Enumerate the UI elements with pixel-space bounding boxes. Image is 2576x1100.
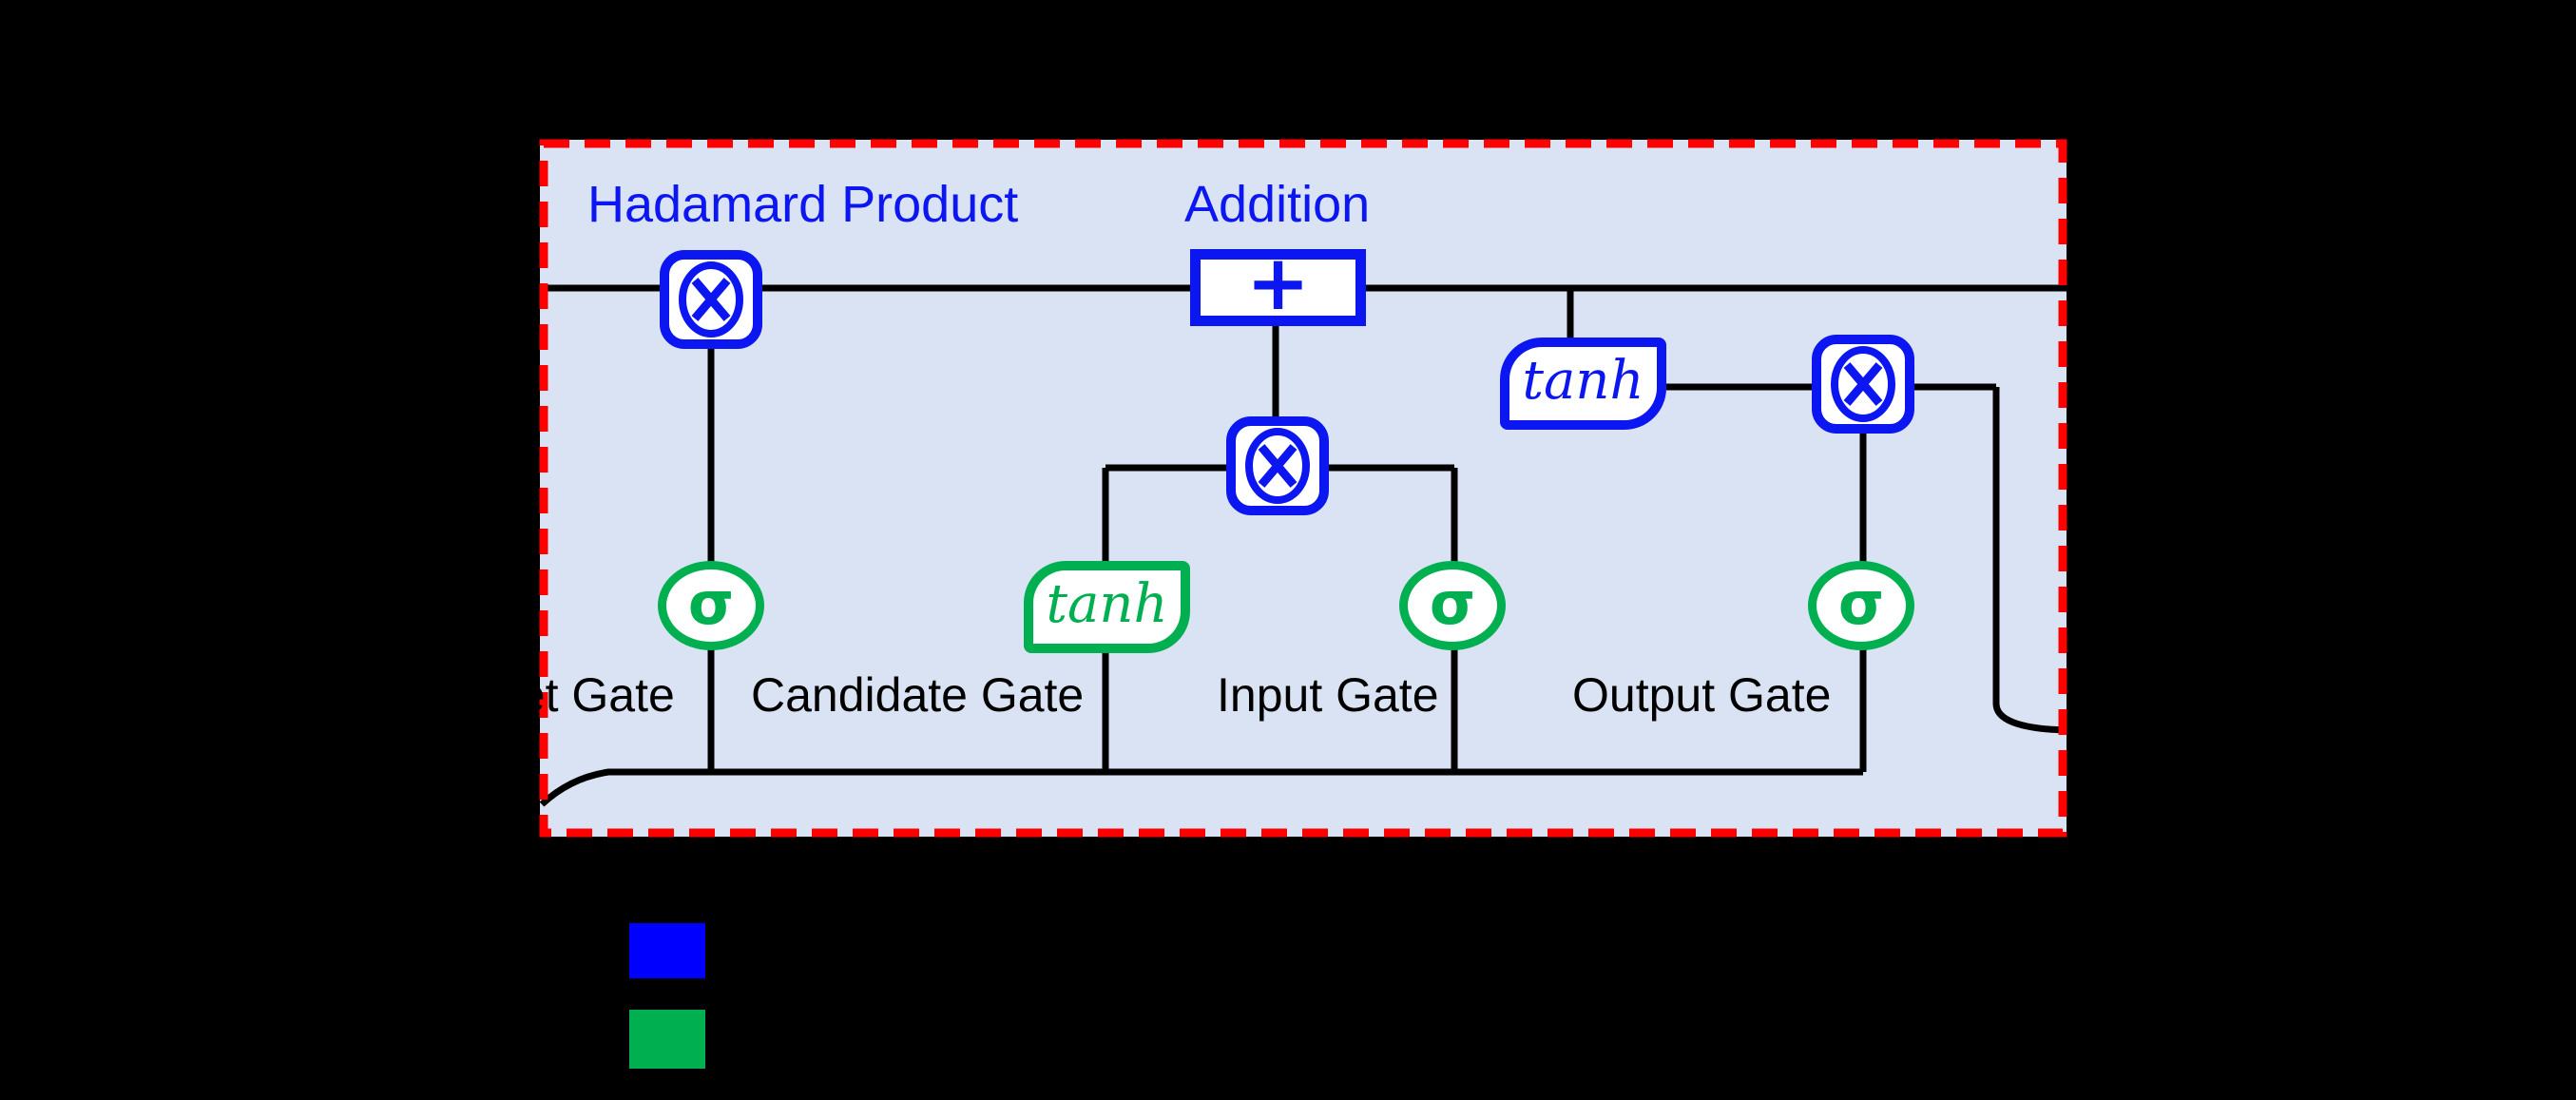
legend-swatch-activation bbox=[629, 1010, 705, 1069]
output-sigma-node: σ bbox=[1808, 561, 1914, 650]
cell-output-tanh-node: tanh bbox=[1500, 338, 1666, 430]
multiply-icon bbox=[1245, 428, 1310, 504]
addition-label: Addition bbox=[1184, 176, 1371, 233]
sigma-label: σ bbox=[687, 569, 735, 638]
input-multiply-node bbox=[1226, 416, 1329, 515]
tanh-label: tanh bbox=[1522, 349, 1644, 412]
input-sigma-node: σ bbox=[1399, 561, 1506, 650]
forget-gate-label: Forget Gate bbox=[421, 668, 675, 722]
sigma-label: σ bbox=[1837, 569, 1885, 638]
hidden-state-rail bbox=[539, 768, 1863, 807]
candidate-gate-label: Candidate Gate bbox=[751, 668, 1085, 722]
cell-dashed-border bbox=[539, 139, 2067, 838]
output-multiply-node bbox=[1812, 335, 1914, 434]
sigma-label: σ bbox=[1429, 569, 1476, 638]
output-gate-label: Output Gate bbox=[1572, 668, 1832, 722]
input-gate-label: Input Gate bbox=[1217, 668, 1439, 722]
forget-sigma-node: σ bbox=[658, 561, 764, 650]
addition-node: + bbox=[1190, 244, 1366, 326]
hadamard-product-label: Hadamard Product bbox=[587, 176, 1019, 233]
candidate-tanh-node: tanh bbox=[1024, 561, 1190, 653]
legend-swatch-pointwise bbox=[629, 923, 705, 978]
hidden-state-exit-curve bbox=[1992, 387, 2067, 734]
multiply-icon bbox=[679, 261, 743, 338]
tanh-label: tanh bbox=[1046, 572, 1168, 635]
hadamard-multiply-node bbox=[660, 250, 762, 349]
plus-icon: + bbox=[1245, 238, 1311, 327]
multiply-icon bbox=[1831, 346, 1895, 422]
